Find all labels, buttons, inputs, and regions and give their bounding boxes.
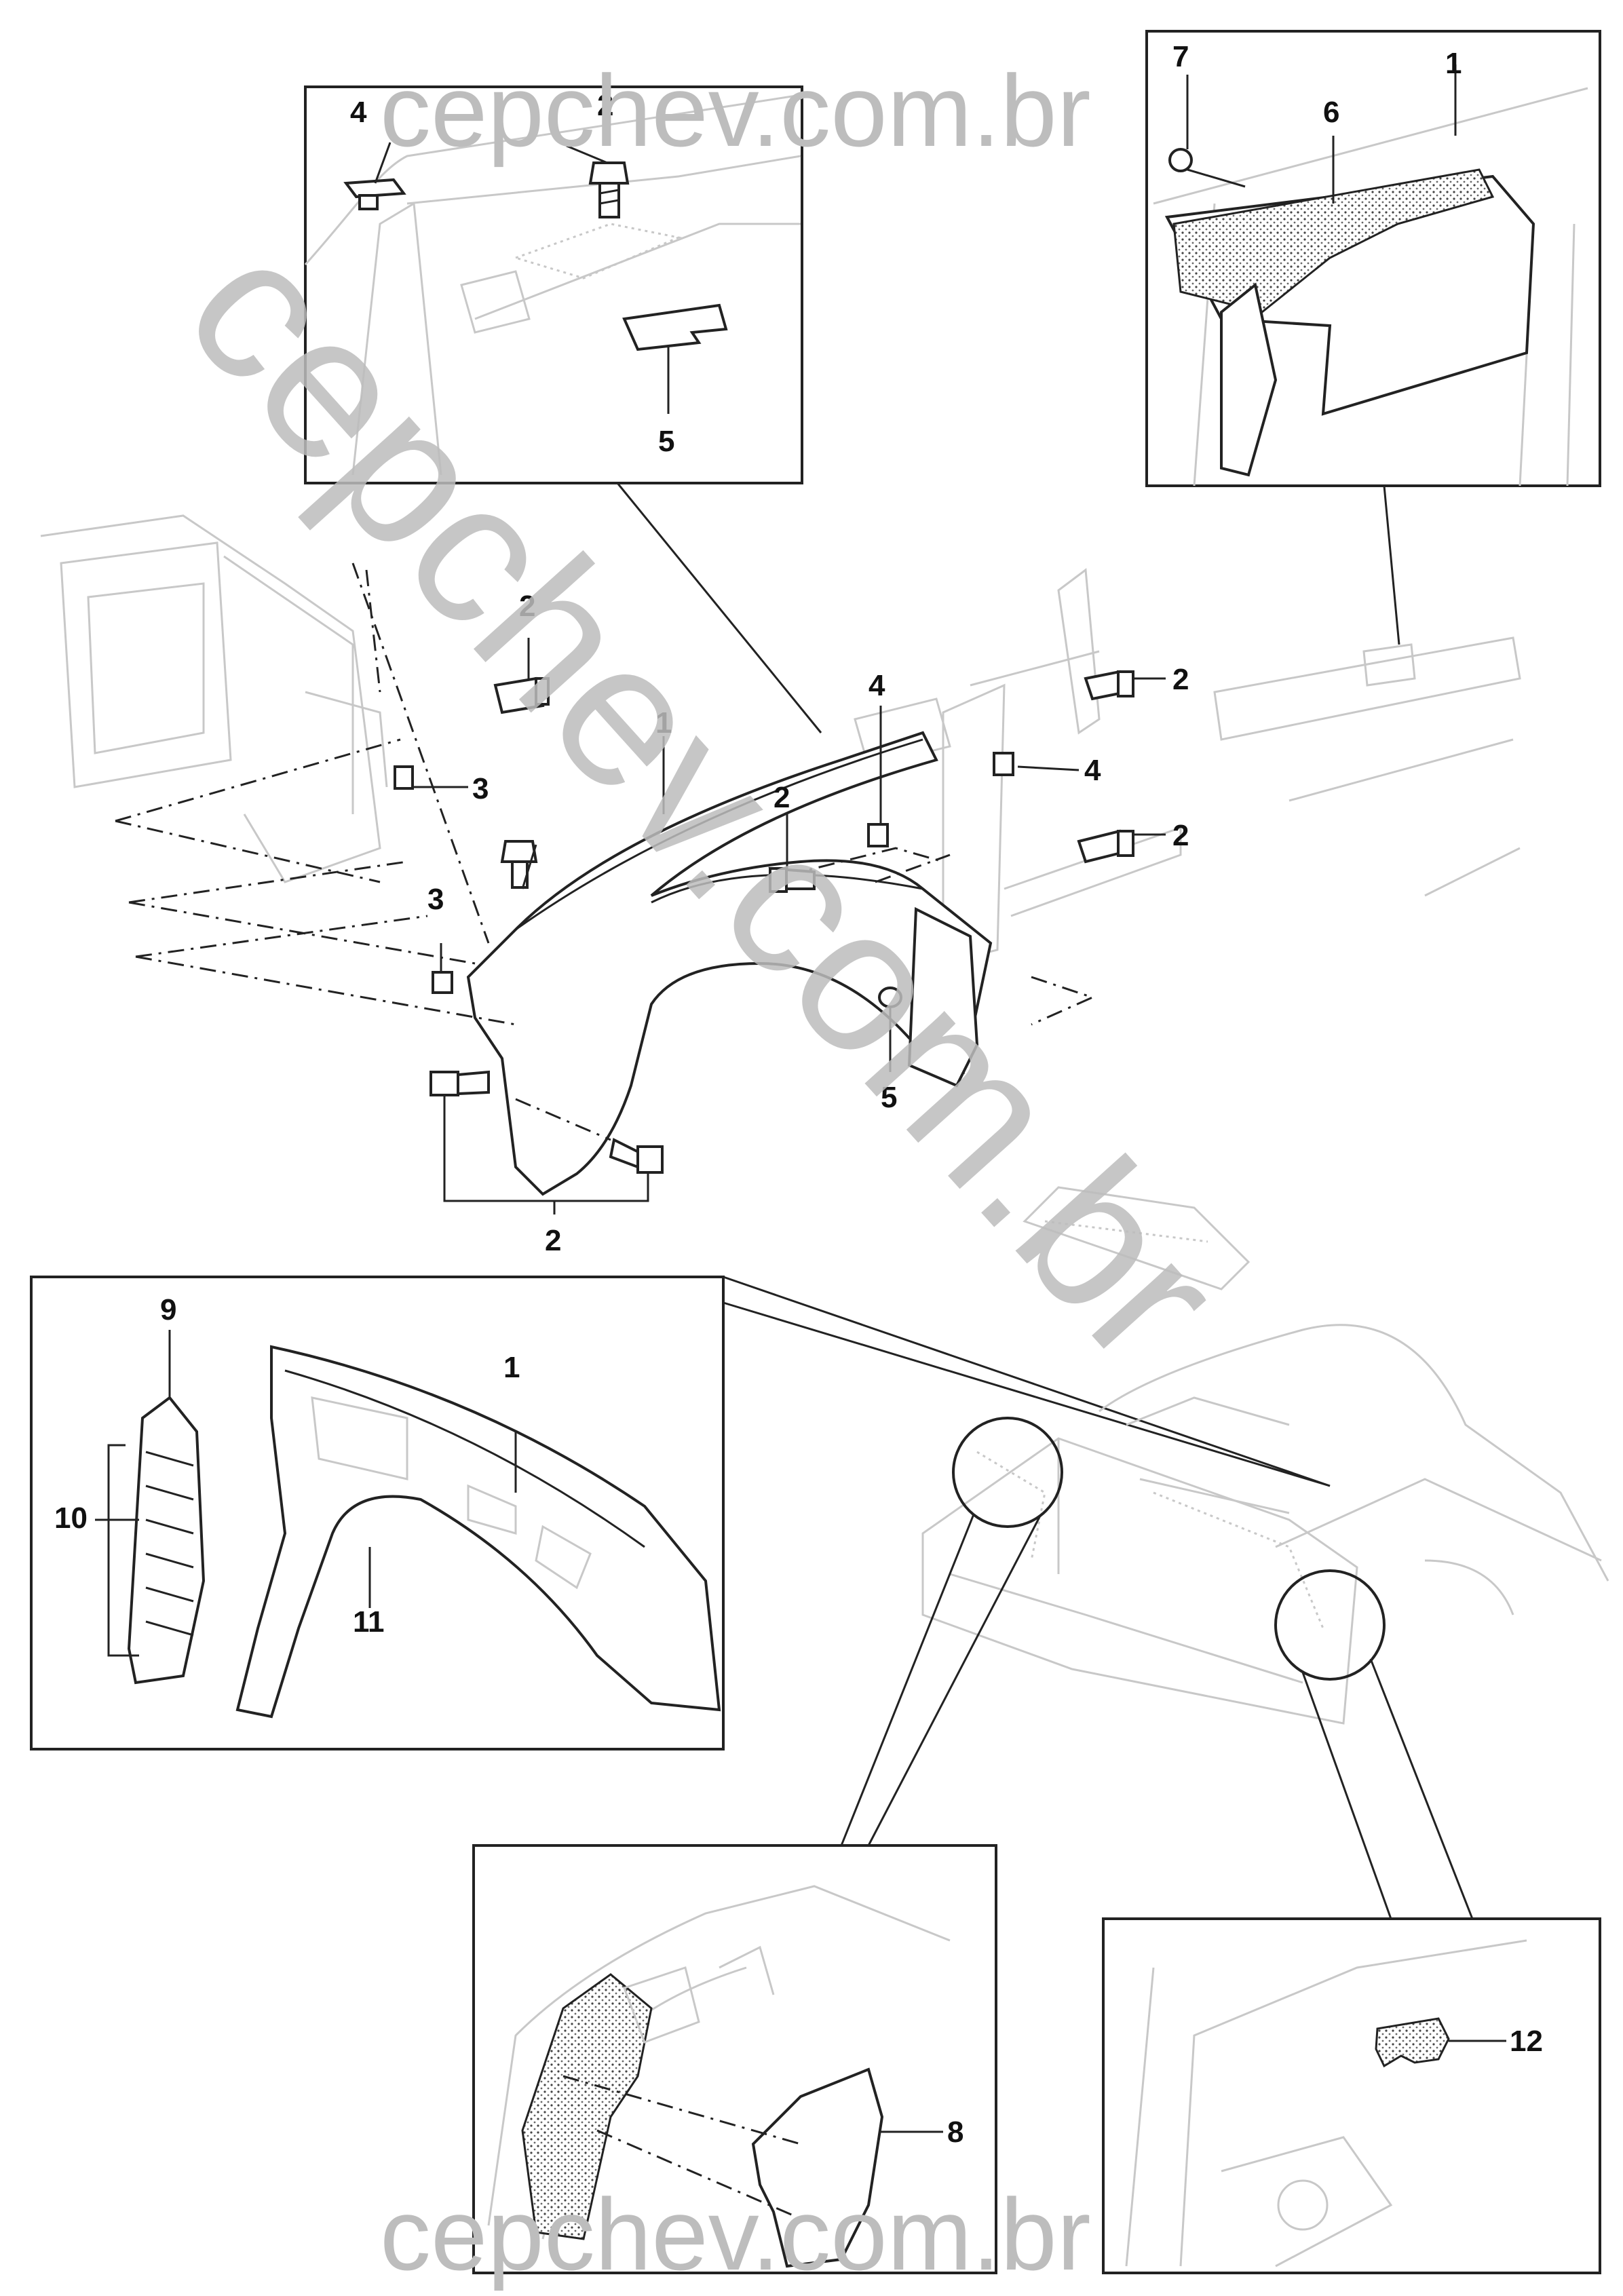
bolt-part bbox=[429, 1070, 490, 1096]
callout-label: 2 bbox=[1172, 663, 1189, 696]
callout-label: 3 bbox=[472, 772, 489, 805]
watermark-diagonal: cepchev.com.br bbox=[143, 195, 1265, 1405]
callout-label: 10 bbox=[54, 1501, 88, 1535]
clip-nut-part bbox=[867, 823, 889, 847]
vehicle-overview bbox=[840, 1186, 1609, 1919]
detail-box-insulator: 7 1 6 bbox=[1145, 30, 1601, 487]
callout-label: 1 bbox=[655, 706, 672, 740]
callout-label: 8 bbox=[947, 2116, 963, 2149]
bolt-part bbox=[1077, 829, 1134, 864]
watermark-text: cepchev.com.br bbox=[380, 2177, 1091, 2291]
callout-label: 2 bbox=[774, 781, 790, 814]
callout-label: 2 bbox=[1172, 819, 1189, 852]
hood-insulator-part bbox=[1172, 168, 1495, 313]
callout-label: 4 bbox=[868, 669, 885, 702]
bolt-part bbox=[588, 161, 630, 218]
clip-nut-part bbox=[993, 752, 1014, 776]
callout-label: 5 bbox=[658, 425, 674, 458]
callout-label: 9 bbox=[160, 1293, 176, 1326]
detail-box-splash-shield: 8 bbox=[472, 1844, 997, 2274]
bolt-part bbox=[1084, 670, 1134, 701]
bolt-part bbox=[609, 1138, 664, 1174]
pad-part bbox=[1375, 2017, 1450, 2068]
bolt-part bbox=[493, 676, 550, 714]
callout-label: 1 bbox=[503, 1351, 520, 1384]
push-pin-part bbox=[1168, 148, 1193, 172]
callout-label: 2 bbox=[597, 89, 613, 122]
splash-shield-part bbox=[751, 2067, 884, 2268]
callout-label: 7 bbox=[1172, 40, 1189, 73]
clip-nut-part bbox=[432, 971, 453, 994]
callout-label: 2 bbox=[545, 1224, 561, 1257]
callout-label: 11 bbox=[353, 1605, 385, 1639]
clip-nut-part bbox=[343, 178, 406, 199]
detail-box-pad: 12 bbox=[1102, 1917, 1601, 2274]
callout-label: 4 bbox=[1084, 754, 1101, 787]
callout-label: 6 bbox=[1323, 96, 1339, 129]
front-fender-part bbox=[466, 731, 993, 1196]
callout-label: 12 bbox=[1510, 2025, 1543, 2058]
detail-box-fender-inner: 9 1 10 11 bbox=[30, 1276, 725, 1750]
shim-part bbox=[622, 303, 728, 351]
clip-nut-part bbox=[394, 765, 414, 790]
bolt-part bbox=[768, 866, 816, 893]
callout-label: 2 bbox=[519, 590, 535, 623]
detail-box-bracket: 4 2 5 bbox=[304, 85, 803, 484]
callout-label: 1 bbox=[1445, 47, 1462, 80]
bolt-part bbox=[500, 840, 538, 889]
callout-label: 5 bbox=[881, 1081, 897, 1114]
deflector-part bbox=[127, 1396, 206, 1685]
main-exploded-view: 2 3 3 1 2 4 4 2 2 5 2 bbox=[40, 514, 1189, 1257]
watermark-text: cepchev.com.br bbox=[380, 54, 1091, 168]
callout-label: 3 bbox=[427, 883, 444, 916]
front-fender-part bbox=[235, 1345, 721, 1719]
callout-label: 4 bbox=[350, 96, 367, 129]
